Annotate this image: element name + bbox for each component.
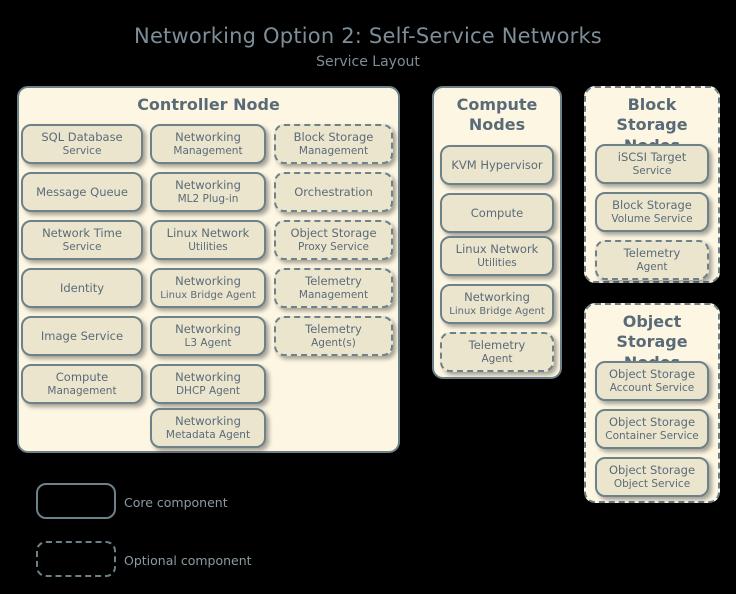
service-label-line1: Networking — [175, 177, 241, 192]
service-label-line2: Linux Bridge Agent — [449, 305, 545, 317]
service-label-line1: Message Queue — [36, 184, 128, 199]
service-box-networking-dhcp-agent[interactable]: Networking DHCP Agent — [150, 364, 266, 404]
service-box-object-storage-container-service[interactable]: Object Storage Container Service — [595, 409, 709, 449]
service-label-line1: Compute — [470, 205, 524, 220]
page-subtitle: Service Layout — [316, 54, 420, 70]
service-label-line1: Telemetry — [623, 245, 681, 260]
service-box-telemetry-agents[interactable]: Telemetry Agent(s) — [274, 316, 393, 356]
panel-title-compute-nodes: Compute Nodes — [456, 95, 538, 135]
service-box-compute[interactable]: Compute — [440, 193, 554, 233]
service-label-line2: Utilities — [188, 240, 228, 253]
service-label-line1: Compute — [55, 369, 109, 384]
legend-swatch-core — [36, 483, 116, 519]
service-box-image-service[interactable]: Image Service — [21, 316, 143, 356]
service-label-line1: Telemetry — [468, 337, 526, 352]
service-box-block-storage-management[interactable]: Block Storage Management — [274, 124, 393, 164]
service-label-line2: Metadata Agent — [165, 428, 251, 441]
service-label-line2: Utilities — [477, 256, 517, 269]
service-label-line2: L3 Agent — [184, 336, 232, 349]
service-box-object-storage-object-service[interactable]: Object Storage Object Service — [595, 457, 709, 497]
service-box-compute-management[interactable]: Compute Management — [21, 364, 143, 404]
page-title: Networking Option 2: Self-Service Networ… — [134, 24, 602, 48]
service-label-line2: Agent(s) — [311, 336, 356, 349]
service-label-line1: Block Storage — [612, 197, 692, 212]
service-box-telemetry-agent-block-storage[interactable]: Telemetry Agent — [595, 240, 709, 280]
service-label-line1: Networking — [175, 274, 241, 289]
service-label-line2: Agent — [481, 352, 513, 365]
service-label-line1: SQL Database — [41, 129, 123, 144]
service-label-line1: Linux Network — [455, 241, 539, 256]
service-box-identity[interactable]: Identity — [21, 268, 143, 308]
service-box-network-time-service[interactable]: Network Time Service — [21, 220, 143, 260]
service-box-linux-network-utilities[interactable]: Linux Network Utilities — [150, 220, 266, 260]
service-box-networking-l3-agent[interactable]: Networking L3 Agent — [150, 316, 266, 356]
service-box-kvm-hypervisor[interactable]: KVM Hypervisor — [440, 145, 554, 185]
service-label-line1: Telemetry — [305, 321, 362, 336]
service-box-sql-database-service[interactable]: SQL Database Service — [21, 124, 143, 164]
service-label-line2: Management — [47, 384, 117, 397]
legend-label-optional: Optional component — [124, 553, 252, 568]
service-label-line1: Network Time — [42, 225, 122, 240]
legend-swatch-optional — [36, 541, 116, 577]
service-label-line2: Account Service — [609, 381, 695, 394]
service-box-networking-metadata-agent[interactable]: Networking Metadata Agent — [150, 408, 266, 448]
service-box-networking-management[interactable]: Networking Management — [150, 124, 266, 164]
service-label-line1: Orchestration — [294, 184, 373, 199]
service-box-networking-ml2-plugin[interactable]: Networking ML2 Plug-in — [150, 172, 266, 212]
service-label-line1: Image Service — [40, 328, 124, 343]
service-label-line1: KVM Hypervisor — [451, 157, 543, 172]
service-label-line1: Object Storage — [608, 414, 696, 429]
service-label-line2: Linux Bridge Agent — [160, 289, 256, 301]
service-label-line2: Proxy Service — [298, 240, 369, 253]
service-label-line1: Object Storage — [608, 366, 696, 381]
service-box-iscsi-target-service[interactable]: iSCSI Target Service — [595, 144, 709, 184]
service-label-line2: Container Service — [605, 429, 699, 442]
service-label-line1: Telemetry — [305, 273, 362, 288]
service-box-object-storage-proxy-service[interactable]: Object Storage Proxy Service — [274, 220, 393, 260]
service-label-line1: Object Storage — [290, 225, 377, 240]
service-box-message-queue[interactable]: Message Queue — [21, 172, 143, 212]
service-label-line2: Service — [632, 164, 672, 177]
service-box-networking-linux-bridge-agent-compute[interactable]: Networking Linux Bridge Agent — [440, 284, 554, 324]
service-label-line2: Service — [62, 240, 102, 253]
service-label-line2: Service — [62, 144, 102, 157]
service-label-line1: Identity — [59, 280, 105, 295]
service-label-line1: Linux Network — [166, 225, 250, 240]
service-box-networking-linux-bridge-agent[interactable]: Networking Linux Bridge Agent — [150, 268, 266, 308]
service-label-line2: DHCP Agent — [175, 384, 241, 397]
service-label-line2: Agent — [636, 260, 668, 273]
service-label-line2: Management — [298, 288, 369, 301]
panel-title-controller-node: Controller Node — [137, 95, 280, 114]
service-label-line1: Networking — [175, 369, 241, 384]
service-label-line1: Networking — [175, 129, 241, 144]
service-box-linux-network-utilities-compute[interactable]: Linux Network Utilities — [440, 236, 554, 276]
legend-label-core: Core component — [124, 495, 228, 510]
service-label-line1: Networking — [175, 413, 241, 428]
service-box-telemetry-management[interactable]: Telemetry Management — [274, 268, 393, 308]
service-box-block-storage-volume-service[interactable]: Block Storage Volume Service — [595, 192, 709, 232]
service-box-telemetry-agent-compute[interactable]: Telemetry Agent — [440, 332, 554, 372]
service-box-object-storage-account-service[interactable]: Object Storage Account Service — [595, 361, 709, 401]
service-label-line1: Object Storage — [608, 462, 696, 477]
service-label-line1: iSCSI Target — [617, 149, 687, 164]
service-label-line2: Object Service — [613, 477, 691, 490]
service-label-line1: Networking — [175, 321, 241, 336]
service-box-orchestration[interactable]: Orchestration — [274, 172, 393, 212]
service-label-line2: ML2 Plug-in — [177, 192, 239, 205]
service-label-line2: Management — [298, 144, 369, 157]
service-label-line2: Volume Service — [611, 212, 693, 225]
service-label-line1: Networking — [464, 290, 530, 305]
service-label-line2: Management — [173, 144, 243, 157]
service-label-line1: Block Storage — [293, 129, 374, 144]
